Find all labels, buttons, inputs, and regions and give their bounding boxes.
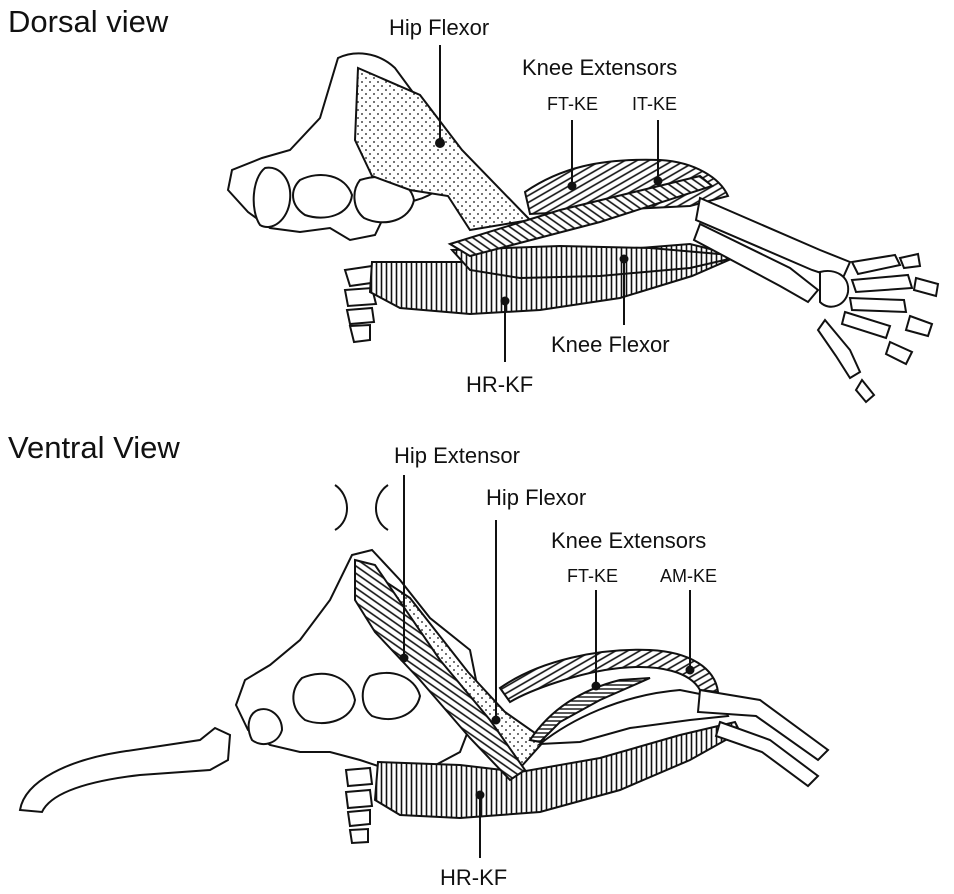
dorsal-view-panel: Dorsal view: [8, 4, 940, 404]
ventral-ft-ke-label: FT-KE: [567, 566, 618, 586]
ventral-view-panel: Ventral View: [8, 430, 830, 890]
ventral-hip-extensor-label: Hip Extensor: [394, 443, 520, 468]
dorsal-view-title: Dorsal view: [8, 4, 169, 39]
ventral-tail-bone: [18, 726, 232, 814]
dorsal-leg-bones: [692, 196, 940, 404]
ventral-knee-extensor-ft-ke: [528, 677, 651, 744]
ventral-am-ke-label: AM-KE: [660, 566, 717, 586]
ventral-hr-kf-label: HR-KF: [440, 865, 507, 890]
ventral-knee-extensors-label: Knee Extensors: [551, 528, 706, 553]
ventral-spine: [344, 766, 374, 845]
ventral-pelvis-bones: [234, 548, 482, 772]
dorsal-ft-ke-label: FT-KE: [547, 94, 598, 114]
dorsal-leader-lines: [435, 45, 663, 362]
ventral-vertebra-top: [334, 484, 389, 531]
ventral-leader-lines: [399, 475, 695, 858]
ventral-leg-bones: [536, 688, 830, 788]
dorsal-knee-extensors-label: Knee Extensors: [522, 55, 677, 80]
ventral-hr-kf-muscle: [373, 720, 742, 820]
dorsal-knee-extensor-ft-ke: [447, 174, 715, 258]
ventral-view-title: Ventral View: [8, 430, 180, 465]
ventral-hip-flexor-label: Hip Flexor: [486, 485, 586, 510]
dorsal-knee-flexor-upper: [449, 244, 743, 280]
dorsal-hr-kf-label: HR-KF: [466, 372, 533, 397]
dorsal-it-ke-label: IT-KE: [632, 94, 677, 114]
dorsal-knee-flexor-label: Knee Flexor: [551, 332, 670, 357]
dorsal-hip-flexor-label: Hip Flexor: [389, 15, 489, 40]
dorsal-knee-extensor-it-ke: [523, 158, 730, 216]
ventral-hip-extensor-muscle: [354, 558, 527, 782]
